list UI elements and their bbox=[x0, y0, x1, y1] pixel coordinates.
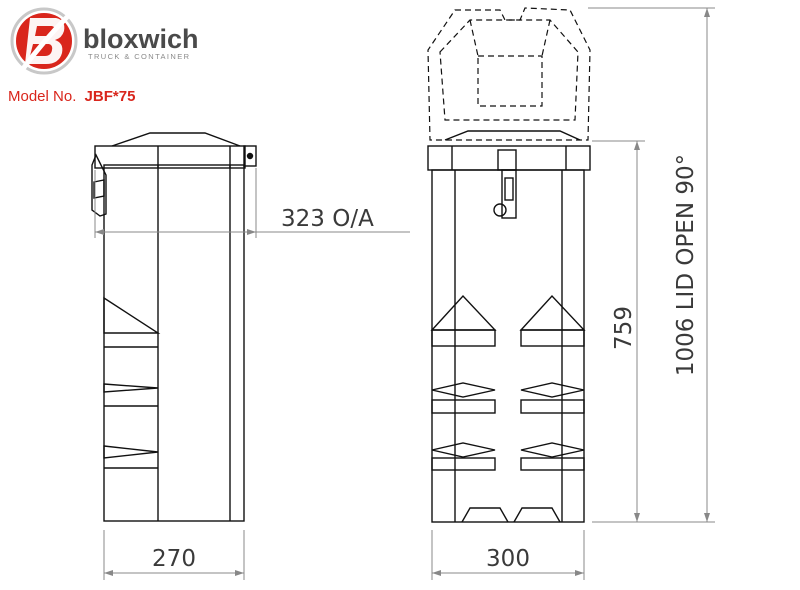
dim-body-height: 759 bbox=[611, 306, 637, 350]
dimension-lines bbox=[94, 7, 715, 580]
side-view bbox=[91, 132, 257, 522]
dim-overall-width: 323 O/A bbox=[281, 206, 374, 232]
brand-tagline: TRUCK & CONTAINER bbox=[88, 52, 190, 61]
model-label: Model No. JBF*75 bbox=[8, 88, 135, 105]
brand-name: bloxwich bbox=[83, 24, 199, 54]
front-view bbox=[427, 7, 591, 523]
open-lid-outline bbox=[427, 7, 591, 141]
model-prefix: Model No. bbox=[8, 88, 76, 105]
dim-side-depth: 270 bbox=[152, 546, 196, 572]
dim-front-width: 300 bbox=[486, 546, 530, 572]
model-number: JBF*75 bbox=[85, 88, 136, 105]
dim-open-height: 1006 LID OPEN 90° bbox=[673, 154, 699, 376]
brand-logo: bloxwich TRUCK & CONTAINER bbox=[10, 7, 199, 75]
bloxwich-b-logo-icon bbox=[10, 7, 78, 75]
